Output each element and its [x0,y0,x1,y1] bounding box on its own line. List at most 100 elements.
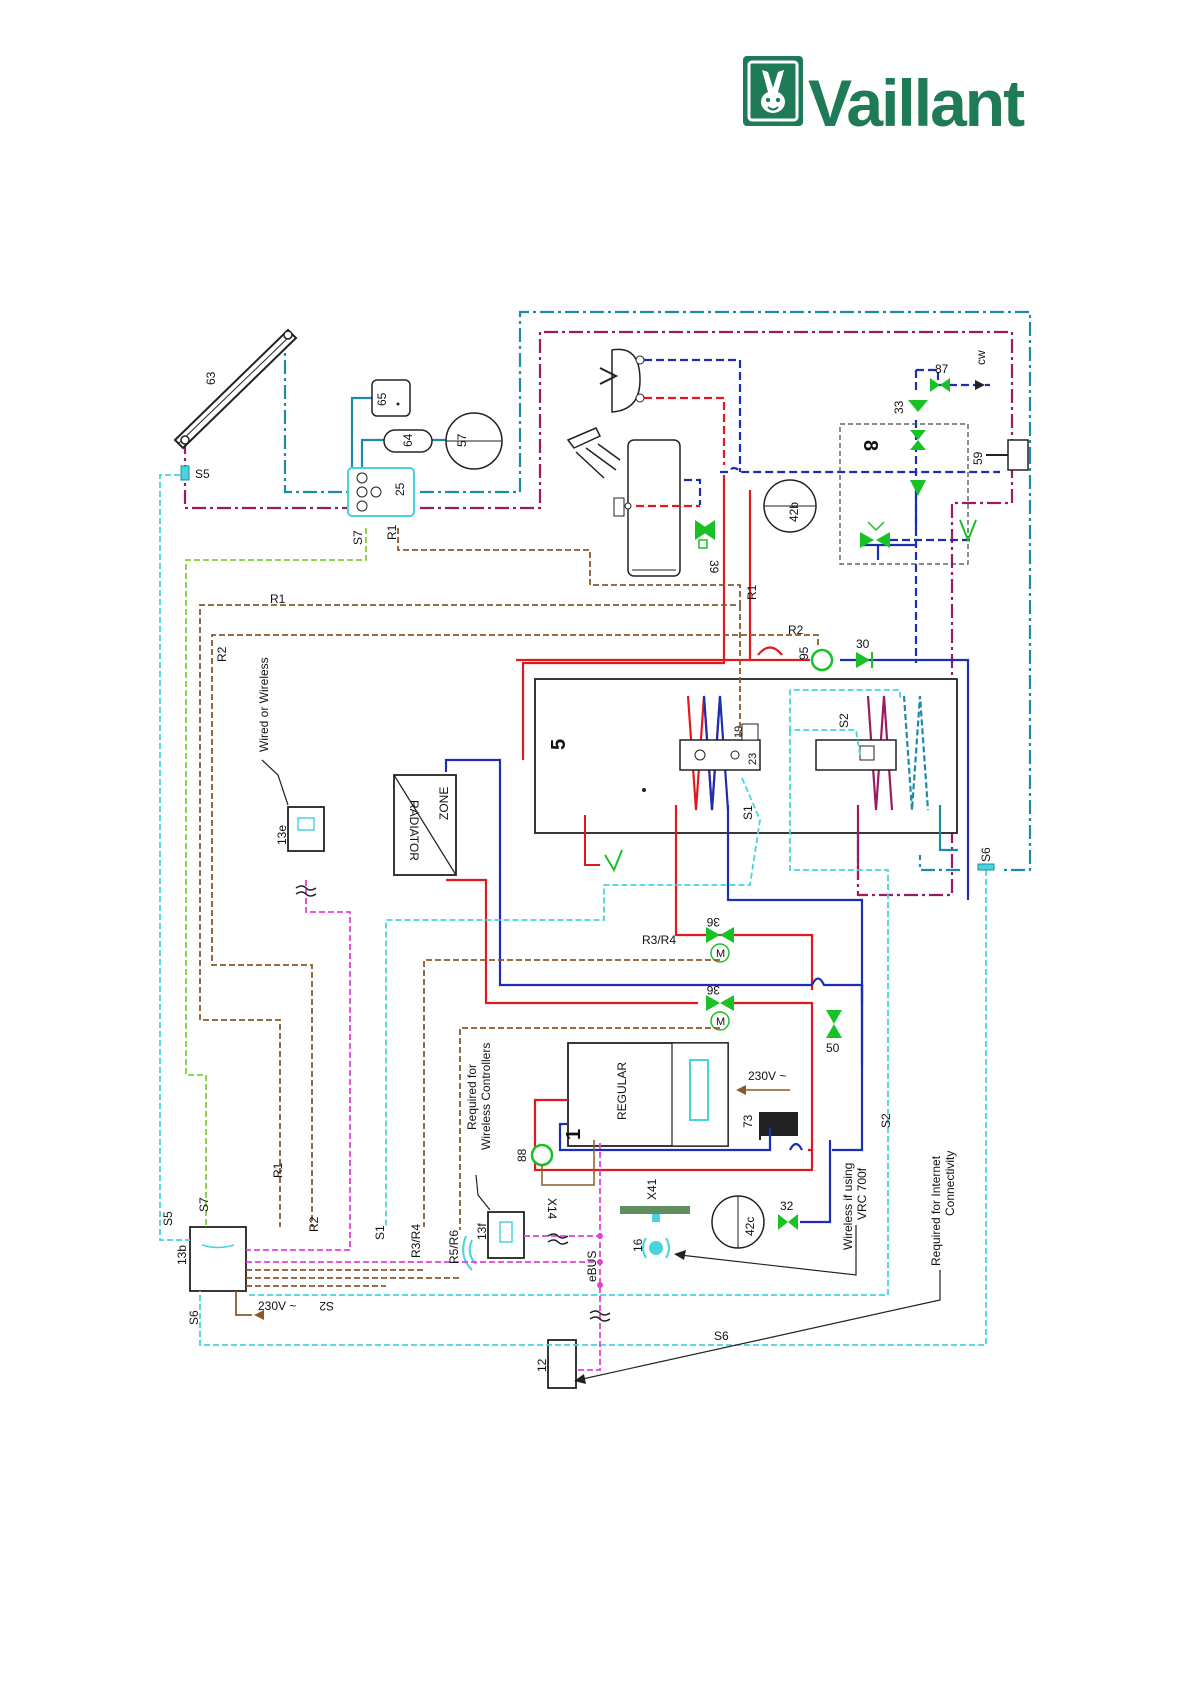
label-95: 95 [797,646,811,660]
wired-or-wireless-note: Wired or Wireless [257,657,271,752]
valve-32: 32 [778,1199,798,1230]
boiler-return [811,977,864,1152]
mixing-valve-39: 39 [695,520,721,574]
label-50: 50 [826,1041,840,1055]
solar-collector-63: 63 [173,328,298,450]
control-wiring [159,474,987,1371]
s2-right-label: S2 [879,1113,893,1128]
label-13e: 13e [275,825,289,845]
arrow-head-12 [574,1374,586,1384]
label-87: 87 [935,362,949,376]
boiler-pipes [533,1098,832,1224]
s5-label: S5 [195,467,210,481]
check-valve-30: 30 [856,637,873,668]
bypass-valve-50: 50 [826,1010,842,1055]
receiver-16: 16 [631,1237,670,1259]
label-1: 1 [563,1129,585,1140]
ebus-nodes [597,1233,603,1288]
label-57: 57 [455,433,469,447]
stopcock-87: 87 [930,362,950,392]
r3r4-mid-label: R3/R4 [642,933,676,947]
req-wireless-note-1: Required for [465,1064,479,1130]
x14-wire [541,1140,595,1186]
wired-wireless-pointer [261,759,289,806]
r1-mid-label: R1 [270,592,286,606]
unvented-kit-8: 8 [839,423,969,565]
pump-88: 88 [515,1143,554,1167]
label-59: 59 [971,451,985,465]
arrow-head-16 [674,1250,686,1260]
label-5: 5 [548,739,570,750]
sensor-s5: S5 [180,465,210,481]
label-13b: 13b [175,1245,189,1265]
label-36a: 36 [706,915,720,929]
radiator-zone: RADIATOR ZONE [393,774,457,876]
label-42b: 42b [787,502,801,522]
r2-low-label: R2 [307,1216,321,1232]
x41-label: X41 [645,1178,659,1200]
label-19: 19 [733,726,745,738]
label-39: 39 [707,560,721,574]
controller-230v-label: 230V ~ [258,1299,296,1313]
system-controller-13b: 13b [175,1226,247,1292]
radiator-pipes [444,758,864,1152]
radiator-label: RADIATOR [407,800,421,861]
drain-tap-59: 59 [971,439,1029,471]
r1-vert-label: R1 [745,584,759,600]
label-32: 32 [780,1199,794,1213]
label-16: 16 [631,1238,645,1252]
pointer-arrows [577,1225,941,1381]
x41-strip: X41 [620,1178,690,1222]
tundish [959,519,977,543]
r1-top-label: R1 [385,524,399,540]
r3r4-low-label: R3/R4 [409,1224,423,1258]
expansion-vessel-57: 57 [445,412,503,470]
zone-label: ZONE [437,787,451,820]
label-73: 73 [741,1114,755,1128]
dhw-pipes [521,358,1000,760]
expansion-vessel-42c: 42c [711,1195,765,1249]
req-internet-note-1: Required for Internet [929,1155,943,1266]
vaillant-logo: Vaillant [743,56,1027,140]
boiler-230v: 230V ~ [736,1069,790,1095]
label-13f: 13f [475,1223,489,1240]
regular-boiler: REGULAR 1 [563,1042,729,1147]
label-33: 33 [892,400,906,414]
s7-top-label: S7 [351,530,365,545]
req-internet-note-2: Connectivity [943,1151,957,1216]
s7-left-label: S7 [197,1197,211,1212]
vessel-64: 64 [383,429,433,453]
s2-low-label: S2 [319,1299,334,1313]
sensor-s6: S6 [977,847,995,871]
motor-b: M [716,1016,725,1028]
label-88: 88 [515,1148,529,1162]
collector-label: 63 [204,371,218,385]
s5-left-label: S5 [161,1211,175,1226]
label-cw: cw [974,350,988,365]
zone-valve-36-b: M 36 [706,983,734,1031]
solar-station-25: 25 [347,467,415,517]
wireless-vrc-note-1: Wireless if using [841,1163,855,1250]
zone-valve-36-a: M 36 [706,915,734,963]
req-wireless-note-2: Wireless Controllers [479,1043,493,1150]
s1-low-label: S1 [373,1225,387,1240]
label-30: 30 [856,637,870,651]
label-8: 8 [859,440,881,451]
boiler-230v-label: 230V ~ [748,1069,786,1083]
sink [599,348,645,413]
label-36b: 36 [706,983,720,997]
boiler-label: REGULAR [615,1062,629,1120]
wire-break-symbols [295,885,611,1322]
req-wireless-pointer [475,1174,491,1211]
label-42c: 42c [743,1217,757,1236]
s6-tank-label: S6 [979,847,993,862]
coil-pipes [516,646,970,1065]
label-64: 64 [401,433,415,447]
brand-wordmark: Vaillant [808,66,1025,140]
x14-label: X14 [545,1198,559,1220]
controller-230v: 230V ~ [254,1299,296,1320]
label-25: 25 [393,482,407,496]
solar-loop [183,310,1032,897]
pump-95: 95 [797,646,834,672]
